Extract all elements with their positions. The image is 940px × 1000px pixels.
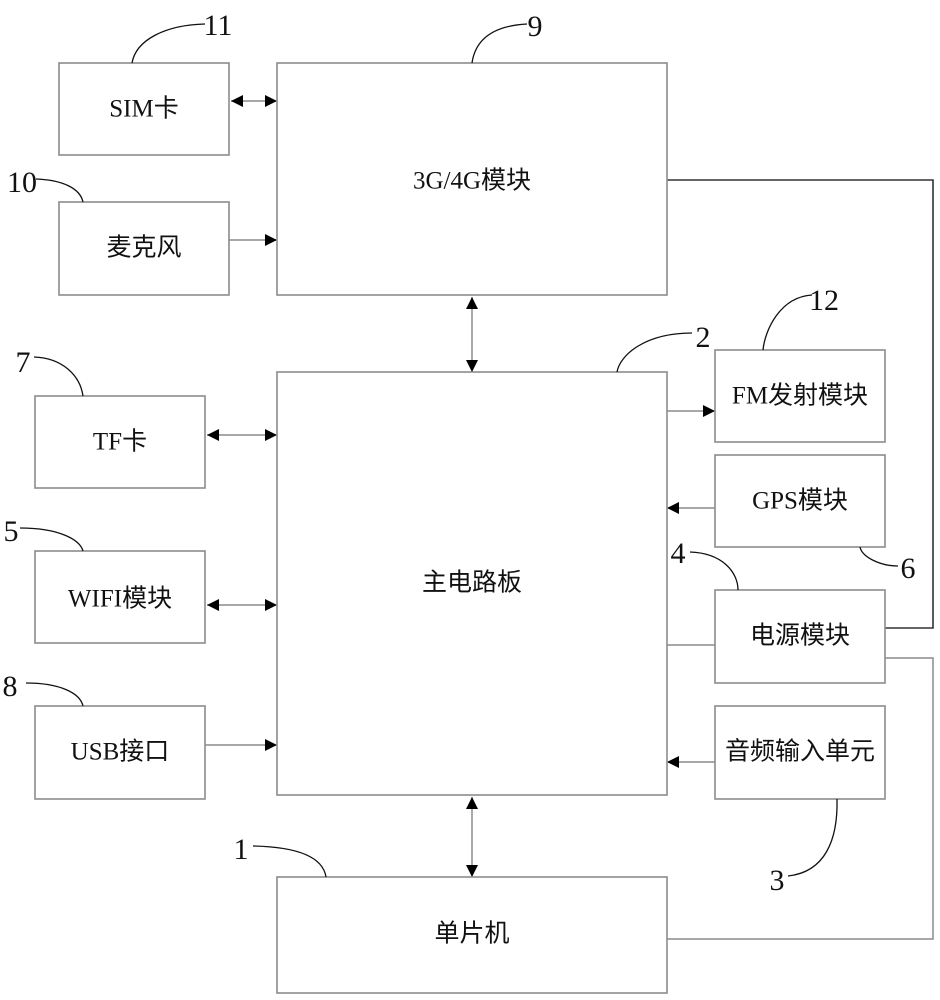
wifi-module-block: WIFI模块 — [34, 550, 206, 644]
ref-9: 9 — [528, 10, 543, 43]
leader-7 — [33, 356, 84, 397]
main-board-label: 主电路板 — [422, 569, 522, 597]
leader-10 — [35, 178, 84, 203]
usb-port-block: USB接口 — [34, 705, 206, 800]
leader-6 — [859, 546, 899, 567]
usb-port-label: USB接口 — [71, 738, 170, 766]
fm-transmitter-label: FM发射模块 — [732, 382, 868, 410]
microphone-label: 麦克风 — [106, 234, 181, 262]
modem-3g4g-label: 3G/4G模块 — [413, 167, 531, 195]
power-mcu-link — [667, 657, 934, 940]
power-module-label: 电源模块 — [750, 622, 850, 650]
gps-module-label: GPS模块 — [752, 487, 848, 515]
leader-5 — [19, 527, 84, 552]
leader-9 — [471, 23, 528, 64]
power-modem-link — [667, 179, 934, 629]
audio-input-block: 音频输入单元 — [714, 705, 886, 800]
ref-3: 3 — [770, 864, 785, 897]
ref-12: 12 — [809, 284, 839, 317]
ref-8: 8 — [3, 670, 18, 703]
leader-1 — [252, 845, 327, 878]
ref-6: 6 — [901, 552, 916, 585]
modem-3g4g-block: 3G/4G模块 — [276, 62, 668, 296]
main-board-block: 主电路板 — [276, 371, 668, 796]
leader-3 — [787, 798, 838, 877]
audio-input-label: 音频输入单元 — [725, 738, 875, 766]
reference-leaders — [19, 23, 899, 878]
sim-card-label: SIM卡 — [109, 95, 178, 123]
wifi-module-label: WIFI模块 — [68, 585, 172, 613]
mcu-block: 单片机 — [276, 876, 668, 994]
ref-11: 11 — [204, 9, 233, 42]
ref-1: 1 — [234, 833, 249, 866]
tf-card-block: TF卡 — [34, 395, 206, 489]
leader-8 — [25, 682, 84, 707]
reference-numerals: 11 10 9 7 5 8 2 12 6 4 3 1 — [3, 9, 916, 897]
ref-2: 2 — [696, 321, 711, 354]
ref-10: 10 — [7, 166, 37, 199]
ref-4: 4 — [671, 537, 686, 570]
power-module-block: 电源模块 — [714, 589, 886, 684]
fm-transmitter-block: FM发射模块 — [714, 349, 886, 443]
connections — [205, 95, 934, 940]
sim-card-block: SIM卡 — [58, 62, 230, 156]
leader-4 — [689, 551, 739, 591]
leader-12 — [762, 294, 813, 351]
tf-card-label: TF卡 — [93, 428, 147, 456]
leader-11 — [131, 23, 206, 64]
ref-5: 5 — [4, 515, 19, 548]
leader-2 — [616, 332, 693, 373]
gps-module-block: GPS模块 — [714, 454, 886, 548]
microphone-block: 麦克风 — [58, 201, 230, 296]
ref-7: 7 — [16, 346, 31, 379]
mcu-label: 单片机 — [434, 920, 509, 948]
